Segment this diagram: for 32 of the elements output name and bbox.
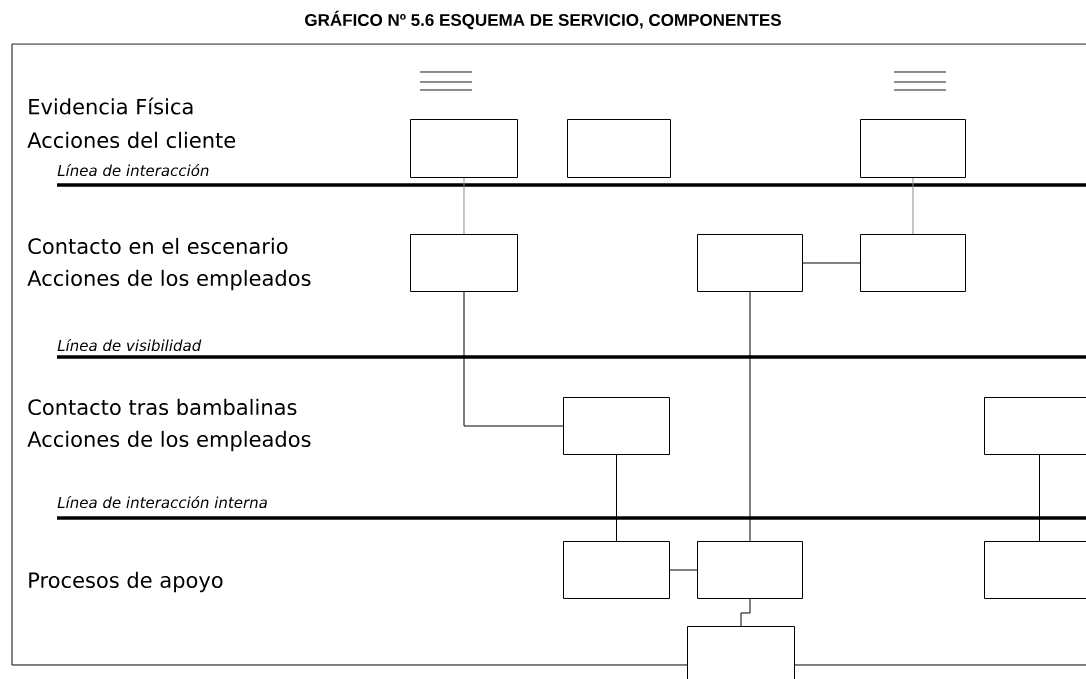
process-box — [410, 234, 518, 292]
process-box — [984, 397, 1086, 455]
connector-line — [740, 598, 751, 627]
row-label: Contacto tras bambalinas — [28, 398, 297, 416]
connector-line — [669, 569, 698, 571]
process-box — [697, 234, 803, 292]
row-label: Procesos de apoyo — [29, 571, 223, 593]
process-box — [860, 119, 966, 178]
process-box — [410, 119, 518, 178]
process-box — [697, 541, 803, 599]
process-box — [984, 541, 1086, 599]
connector-line — [463, 291, 564, 427]
row-label: Acciones de los empleados — [27, 430, 311, 452]
connector-line — [749, 291, 751, 542]
connector-line — [1039, 454, 1040, 542]
process-box — [687, 626, 795, 679]
title: GRÁFICO Nº 5.6 ESQUEMA DE SERVICIO, COMPONENTES — [305, 10, 781, 30]
process-box — [563, 541, 670, 599]
connector-line — [463, 177, 465, 235]
row-label: Acciones de los empleados — [27, 269, 311, 291]
line-label: Línea de interacción — [57, 163, 209, 177]
connector-line — [802, 262, 861, 264]
connector-line — [912, 177, 914, 235]
row-label: Contacto en el escenario — [28, 237, 288, 255]
row-label: Evidencia Física — [29, 97, 193, 115]
row-label: Acciones del cliente — [27, 131, 236, 149]
line-label: Línea de interacción interna — [57, 495, 267, 509]
connector-line — [616, 454, 617, 542]
process-box — [563, 397, 670, 455]
line-label: Línea de visibilidad — [57, 338, 202, 352]
process-box — [567, 119, 671, 178]
process-box — [860, 234, 966, 292]
